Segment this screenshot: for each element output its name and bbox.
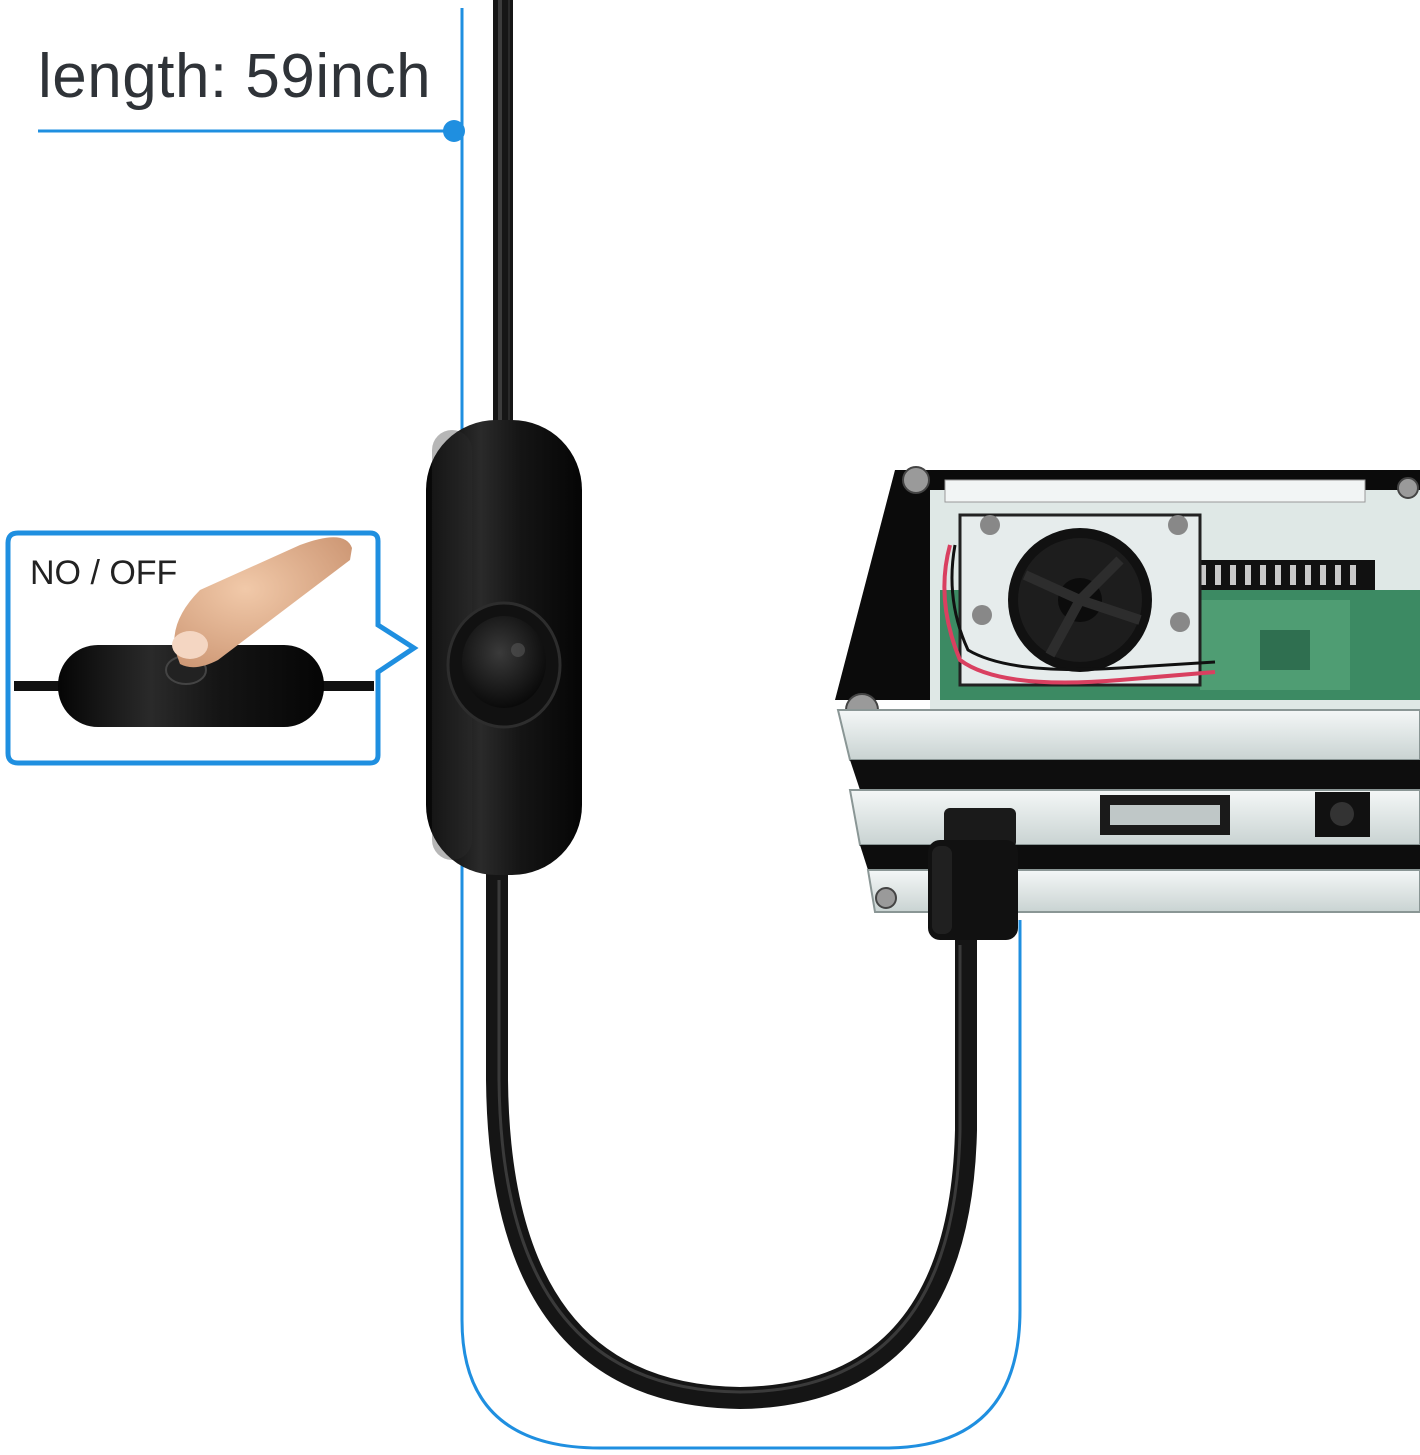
hdmi-port bbox=[1100, 795, 1230, 835]
gpio-header bbox=[1195, 560, 1375, 590]
switch-label: NO / OFF bbox=[30, 554, 178, 592]
finger-icon bbox=[172, 537, 352, 668]
micro-usb-plug-icon bbox=[928, 808, 1018, 940]
inline-switch-icon bbox=[58, 645, 324, 727]
raspberry-pi-case bbox=[835, 466, 1420, 913]
fan-icon bbox=[958, 513, 1202, 687]
switch-callout bbox=[5, 530, 419, 766]
power-cable bbox=[486, 0, 977, 1410]
length-label: length: 59inch bbox=[38, 42, 432, 111]
inline-switch-icon bbox=[426, 420, 582, 875]
audio-jack bbox=[1315, 792, 1370, 837]
